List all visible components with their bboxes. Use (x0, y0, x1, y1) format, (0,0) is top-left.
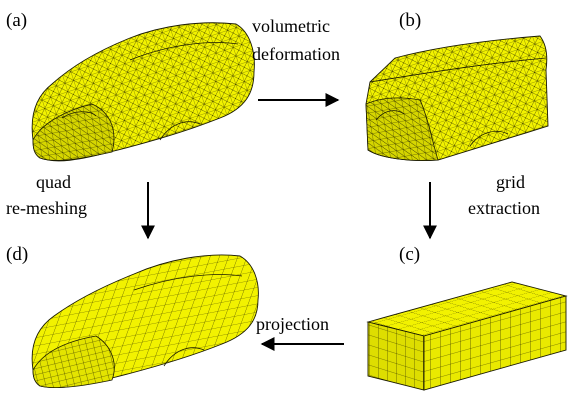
label-projection: projection (256, 314, 329, 334)
panel-label-d: (d) (6, 244, 28, 265)
grid-box (366, 281, 568, 391)
label-re-meshing: re-meshing (6, 198, 87, 218)
car-triangle-mesh (31, 22, 255, 162)
car-quad-mesh (31, 254, 259, 388)
car-deformed-mesh (365, 35, 549, 161)
label-volumetric: volumetric (252, 16, 330, 36)
panel-label-c: (c) (399, 244, 420, 265)
label-grid: grid (496, 172, 525, 192)
label-quad: quad (36, 172, 71, 192)
panel-label-b: (b) (399, 10, 421, 31)
panel-label-a: (a) (6, 10, 27, 31)
label-deformation: deformation (252, 44, 340, 64)
label-extraction: extraction (468, 198, 540, 218)
